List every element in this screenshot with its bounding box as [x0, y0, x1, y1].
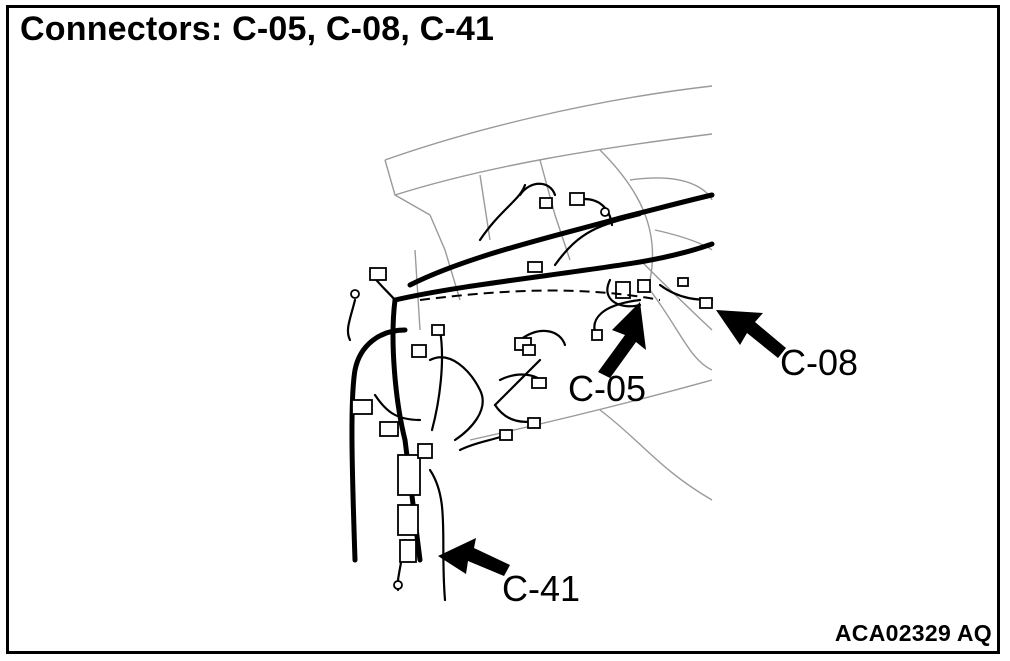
- figure-frame: [6, 5, 1000, 654]
- figure-title: Connectors: C-05, C-08, C-41: [20, 10, 495, 48]
- arrow-c41: [438, 538, 510, 576]
- callout-c41: C-41: [502, 568, 581, 609]
- figure-code: ACA02329 AQ: [834, 620, 992, 646]
- callout-c05: C-05: [568, 368, 647, 409]
- arrow-c08: [716, 310, 786, 358]
- connector-blocks: [350, 192, 713, 590]
- callout-c08: C-08: [780, 342, 859, 383]
- arrow-c05: [598, 302, 646, 378]
- branch-wires: [346, 182, 714, 602]
- dashed-line: [419, 289, 661, 301]
